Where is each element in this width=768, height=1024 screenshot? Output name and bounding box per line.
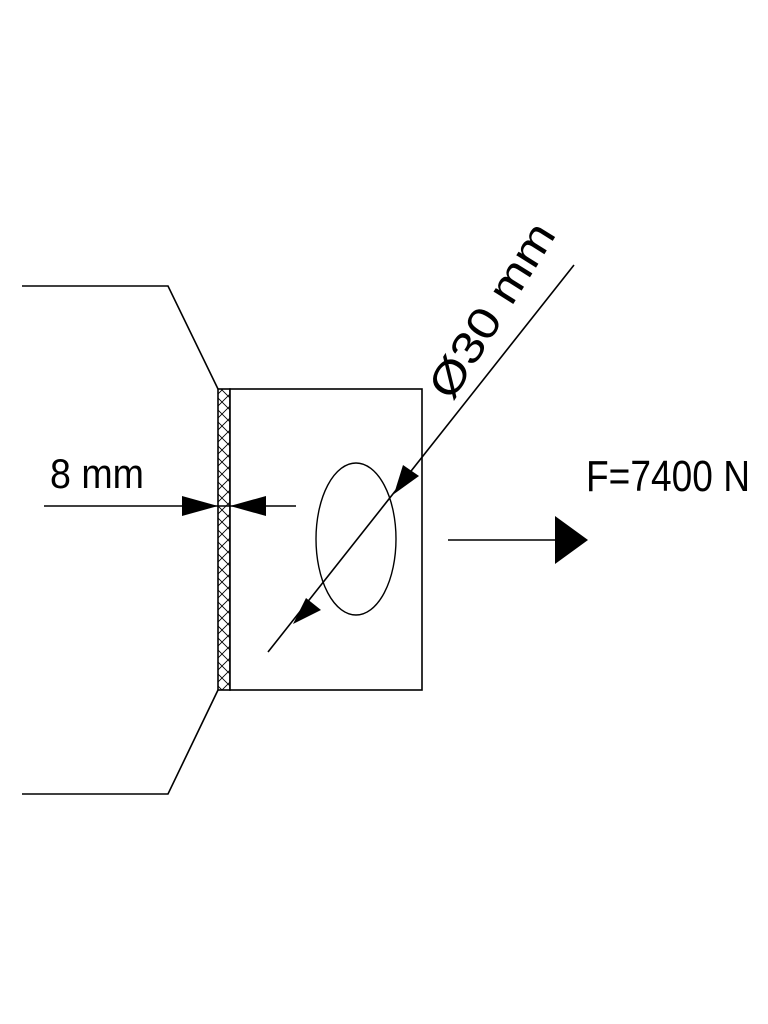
thickness-arrow-left <box>182 496 218 516</box>
lug-plate <box>229 388 423 691</box>
support-outline-bottom <box>22 689 219 795</box>
thickness-dimension <box>44 496 296 516</box>
diameter-label: Ø30 mm <box>419 213 565 407</box>
diameter-arrow-upper <box>394 465 419 494</box>
diameter-arrow-lower <box>293 598 321 624</box>
support-outline-top <box>22 285 219 390</box>
thickness-arrow-right <box>230 496 266 516</box>
diameter-dimension <box>267 264 575 653</box>
force-arrow <box>448 516 588 564</box>
force-arrowhead <box>555 516 588 564</box>
force-label: F=7400 N <box>586 452 750 501</box>
hole <box>315 462 397 616</box>
hatched-plate <box>217 388 231 691</box>
thickness-label: 8 mm <box>50 450 144 497</box>
